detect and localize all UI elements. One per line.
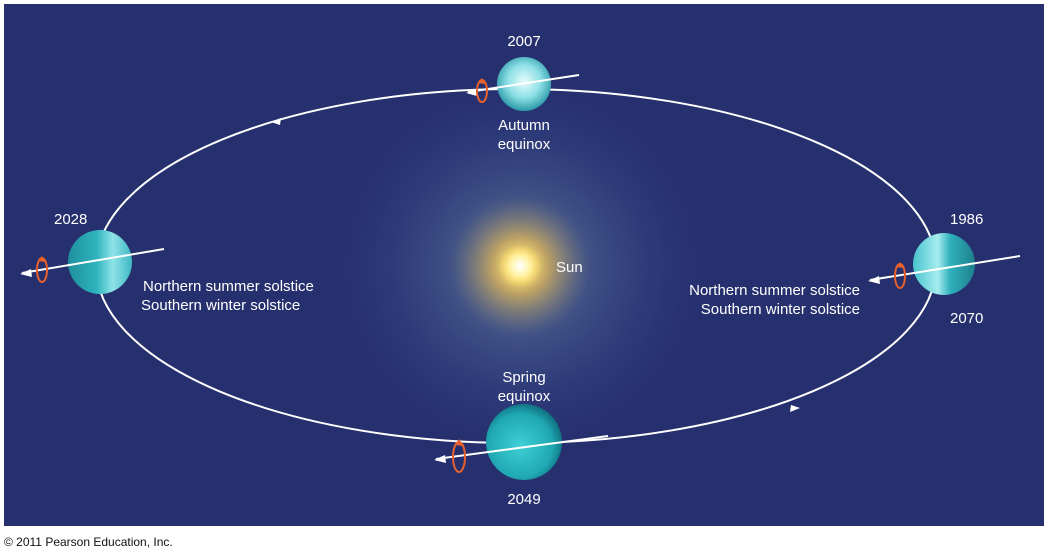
right-northern-summer-solstice: Northern summer solstice [689, 282, 860, 299]
autumn-equinox-label: Autumn equinox [464, 116, 584, 154]
orbit-diagram [20, 57, 1021, 480]
left-northern-summer-solstice: Northern summer solstice [143, 278, 314, 295]
sun-label: Sun [556, 259, 583, 276]
diagram-panel: 2007 Autumn equinox 2028 Northern summer… [4, 4, 1044, 526]
planet-bottom [434, 404, 609, 480]
right-southern-winter-solstice: Southern winter solstice [700, 301, 860, 318]
planet-left [20, 230, 165, 294]
spring-equinox-line2: equinox [497, 388, 551, 405]
left-southern-winter-solstice: Southern winter solstice [141, 297, 301, 314]
left-solstice-label: Northern summer solstice Southern winter… [141, 277, 314, 315]
copyright-notice: © 2011 Pearson Education, Inc. [4, 535, 173, 549]
year-2007: 2007 [507, 33, 541, 50]
autumn-equinox-line2: equinox [497, 136, 551, 153]
planet-top [466, 57, 580, 111]
right-solstice-label: Northern summer solstice Southern winter… [644, 281, 860, 319]
orbit-direction-arrow-top [271, 118, 281, 125]
autumn-equinox-line1: Autumn [498, 117, 550, 134]
spring-equinox-label: Spring equinox [464, 368, 584, 406]
orbit-direction-arrow-bottom [790, 405, 800, 412]
year-2028: 2028 [54, 211, 88, 228]
planet-right [868, 233, 1021, 295]
spring-equinox-line1: Spring [502, 369, 546, 386]
year-2070: 2070 [950, 310, 984, 327]
year-1986: 1986 [950, 211, 984, 228]
sun-icon [498, 244, 542, 288]
year-2049: 2049 [507, 491, 541, 508]
